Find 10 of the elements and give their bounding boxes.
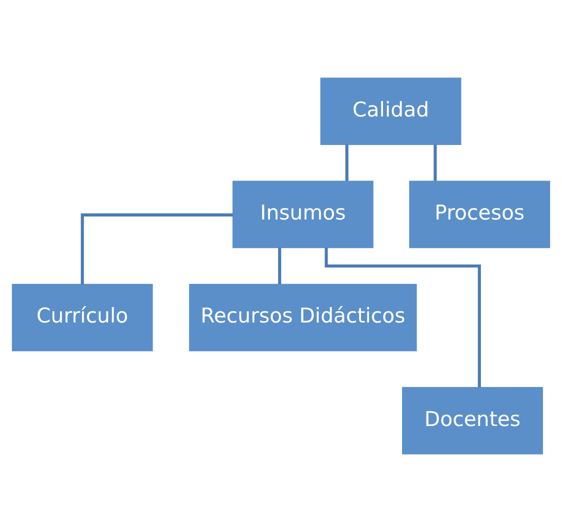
connector [434,144,437,180]
node-box: Recursos Didácticos [189,283,417,351]
node-box: Docentes [402,386,543,454]
node-box: Insumos [232,180,374,248]
node-box: Currículo [12,283,153,351]
connector [345,144,348,180]
node-box: Calidad [320,77,462,144]
connector [80,212,233,284]
connector [278,247,282,284]
node-box: Procesos [409,180,550,248]
